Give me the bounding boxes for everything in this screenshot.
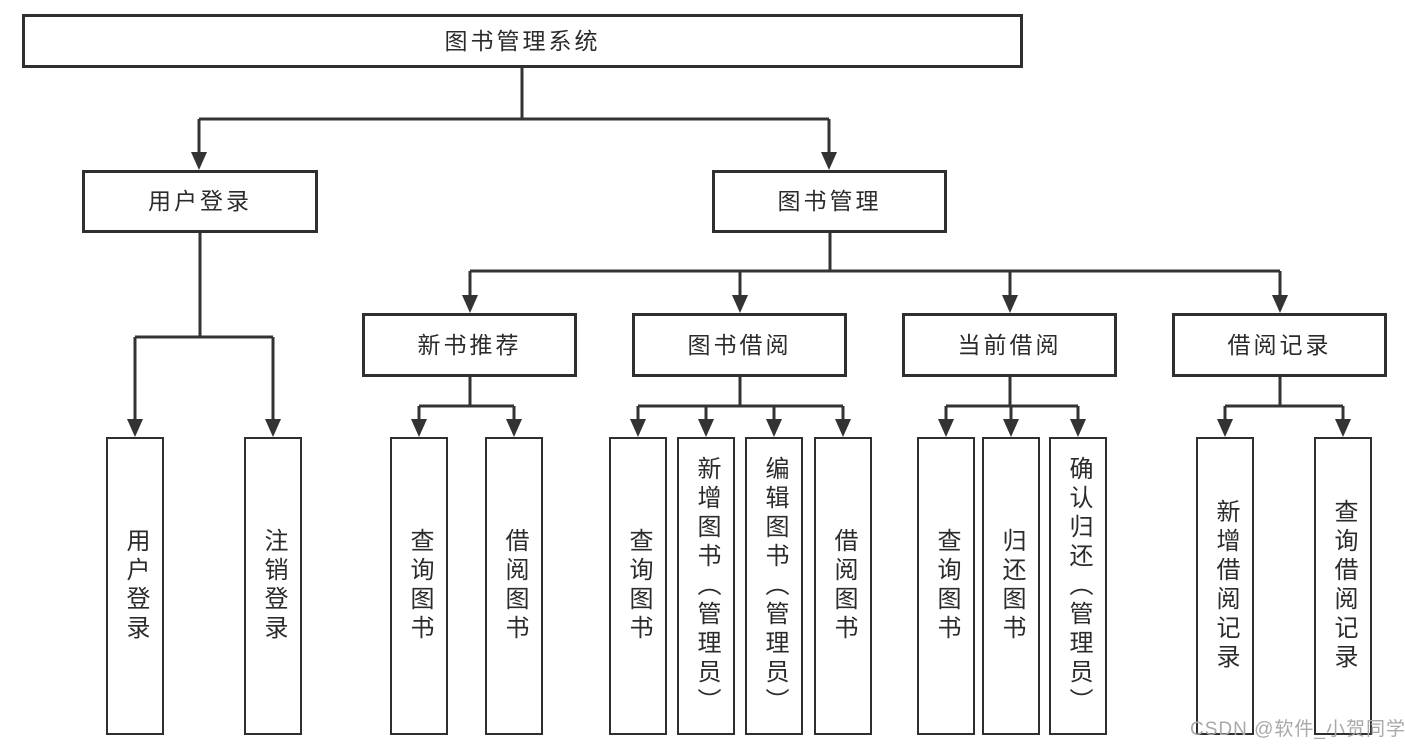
node-borrowing-records: 借阅记录	[1172, 313, 1387, 377]
leaf-logout: 注销登录	[244, 437, 302, 735]
csdn-watermark: CSDN @软件_小贺同学	[1190, 719, 1405, 740]
node-book-borrowing: 图书借阅	[632, 313, 847, 377]
leaf-borrow-books-recommend: 借阅图书	[485, 437, 543, 735]
leaf-user-login: 用户登录	[106, 437, 164, 735]
leaf-return-books: 归还图书	[982, 437, 1040, 735]
node-user-login: 用户登录	[82, 170, 318, 233]
leaf-query-borrow-record: 查询借阅记录	[1314, 437, 1372, 735]
leaf-add-books-admin: 新增图书（管理员）	[677, 437, 735, 735]
leaf-query-books-borrowing: 查询图书	[609, 437, 667, 735]
leaf-add-borrow-record: 新增借阅记录	[1196, 437, 1254, 735]
leaf-confirm-return-admin: 确认归还（管理员）	[1049, 437, 1107, 735]
node-root-system: 图书管理系统	[22, 14, 1023, 68]
leaf-edit-books-admin: 编辑图书（管理员）	[745, 437, 803, 735]
node-book-management: 图书管理	[712, 170, 947, 233]
leaf-borrow-books: 借阅图书	[814, 437, 872, 735]
leaf-query-books-current: 查询图书	[917, 437, 975, 735]
node-new-book-recommend: 新书推荐	[362, 313, 577, 377]
leaf-query-books-recommend: 查询图书	[390, 437, 448, 735]
node-current-borrowing: 当前借阅	[902, 313, 1117, 377]
